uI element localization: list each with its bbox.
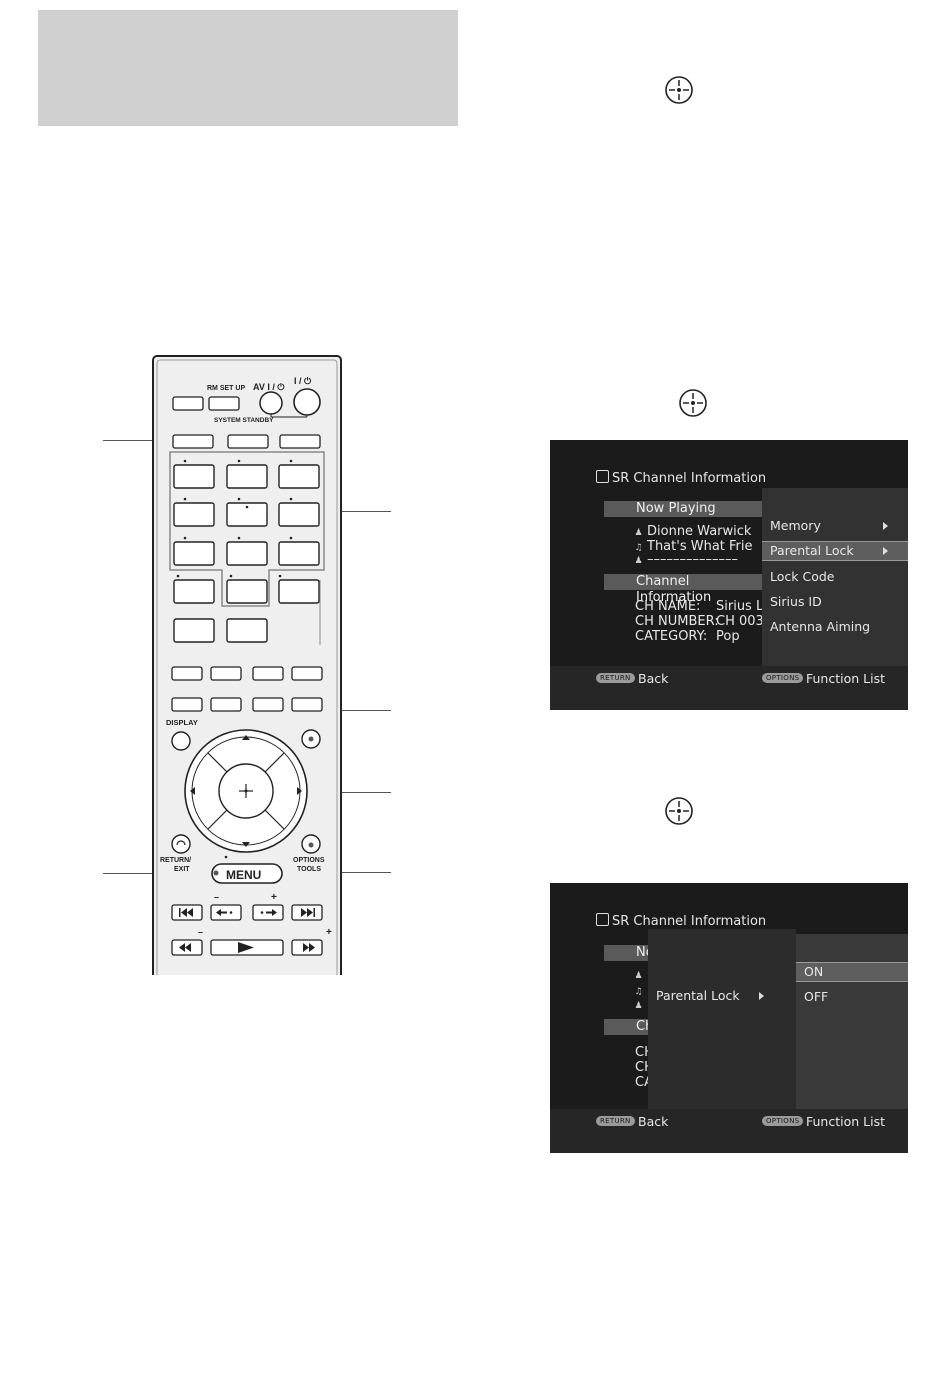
parental-lock-label: Parental Lock <box>656 988 740 1003</box>
remote-control: RM SET UP AV I / ⏻ I / ⏻ SYSTEM STANDBY <box>152 355 342 975</box>
person-icon: ♟ <box>634 971 643 981</box>
person-icon: ♟ <box>634 528 643 538</box>
callout-line <box>325 511 391 512</box>
system-standby-label: SYSTEM STANDBY <box>214 417 274 424</box>
menu-item-parental-lock[interactable]: Parental Lock <box>770 543 888 558</box>
back-label: Back <box>638 1114 669 1129</box>
options-tools-label-2: TOOLS <box>297 866 321 873</box>
screen-title-text: SR Channel Information <box>612 471 767 486</box>
enter-button-icon <box>665 76 693 104</box>
rm-set-up-label: RM SET UP <box>207 385 245 392</box>
minus-label: – <box>198 927 203 937</box>
screen-footer: RETURN Back OPTIONS Function List <box>550 666 908 710</box>
category-label: CATEGORY: <box>635 629 708 644</box>
song-text: That's What Frie <box>647 539 753 554</box>
music-note-icon: ♫ <box>634 987 643 997</box>
osd-screen-channel-information: SR Channel Information Now Playing ♟ Dion… <box>550 440 908 710</box>
display-label: DISPLAY <box>166 718 198 727</box>
function-list-label: Function List <box>806 1114 885 1129</box>
screen-title: SR Channel Information <box>596 470 766 486</box>
music-note-icon: ♫ <box>634 543 643 553</box>
return-exit-label-2: EXIT <box>174 866 190 873</box>
menu-item-label: Parental Lock <box>770 543 854 558</box>
menu-label: MENU <box>226 868 261 882</box>
back-label: Back <box>638 671 669 686</box>
options-button-icon: OPTIONS <box>762 673 804 683</box>
ch-number-label: CH NUMBER: <box>635 614 719 629</box>
channel-information-bar: Channel Information <box>604 574 764 605</box>
menu-selection-highlight <box>796 962 908 982</box>
callout-line <box>310 792 391 793</box>
options-tools-label-1: OPTIONS <box>293 857 325 864</box>
parental-lock-panel: Parental Lock <box>648 929 796 1111</box>
av-power-label: AV I / ⏻ <box>253 382 285 392</box>
on-off-panel: ON OFF <box>796 934 908 1111</box>
album-row: ♟ –––––––––––––– <box>634 552 738 567</box>
section-header-box <box>38 10 458 126</box>
menu-item-antenna-aiming[interactable]: Antenna Aiming <box>770 619 871 634</box>
person-icon: ♟ <box>634 556 643 566</box>
option-off[interactable]: OFF <box>804 989 829 1004</box>
menu-item-label: Memory <box>770 518 821 533</box>
screen-footer: RETURN Back OPTIONS Function List <box>550 1109 908 1153</box>
option-menu-panel: Memory Parental Lock Lock Code Sirius ID… <box>762 488 908 668</box>
return-button-icon: RETURN <box>596 673 635 683</box>
return-button-icon: RETURN <box>596 1116 635 1126</box>
ch-name-label: CH NAME: <box>635 599 701 614</box>
enter-button-icon <box>679 389 707 417</box>
album-text: –––––––––––––– <box>647 552 738 567</box>
plus-label: + <box>271 892 277 903</box>
screen-title-text: SR Channel Information <box>612 914 767 929</box>
artist-row: ♟ Dionne Warwick <box>634 524 751 539</box>
lock-icon <box>596 913 609 926</box>
menu-item-lock-code[interactable]: Lock Code <box>770 569 835 584</box>
ch-number-value: CH 003 <box>716 614 764 629</box>
arrow-right-icon <box>883 547 888 555</box>
return-exit-label-1: RETURN/ <box>160 857 191 864</box>
artist-text: Dionne Warwick <box>647 524 752 539</box>
function-list-label: Function List <box>806 671 885 686</box>
plus-label: + <box>326 927 332 938</box>
parental-lock-item: Parental Lock <box>656 988 764 1003</box>
lock-icon <box>596 470 609 483</box>
power-label: I / ⏻ <box>294 376 312 386</box>
minus-label: – <box>214 892 219 902</box>
osd-screen-parental-lock: SR Channel Information No ♟ ♫ ♟ Ch CH CH… <box>550 883 908 1153</box>
menu-item-memory[interactable]: Memory <box>770 518 888 533</box>
person-icon: ♟ <box>634 1001 643 1011</box>
ch-name-value: Sirius Lo <box>716 599 771 614</box>
enter-button-icon <box>665 797 693 825</box>
menu-selection-highlight <box>762 541 908 561</box>
menu-item-sirius-id[interactable]: Sirius ID <box>770 594 822 609</box>
category-value: Pop <box>716 629 740 644</box>
screen-title: SR Channel Information <box>596 913 766 929</box>
song-row: ♫ That's What Frie <box>634 539 753 554</box>
option-on[interactable]: ON <box>804 964 824 979</box>
callout-line <box>312 872 391 873</box>
now-playing-bar: Now Playing <box>604 501 764 517</box>
callout-line <box>318 710 391 711</box>
options-button-icon: OPTIONS <box>762 1116 804 1126</box>
callout-line <box>103 440 195 441</box>
arrow-right-icon <box>759 992 764 1000</box>
arrow-right-icon <box>883 522 888 530</box>
